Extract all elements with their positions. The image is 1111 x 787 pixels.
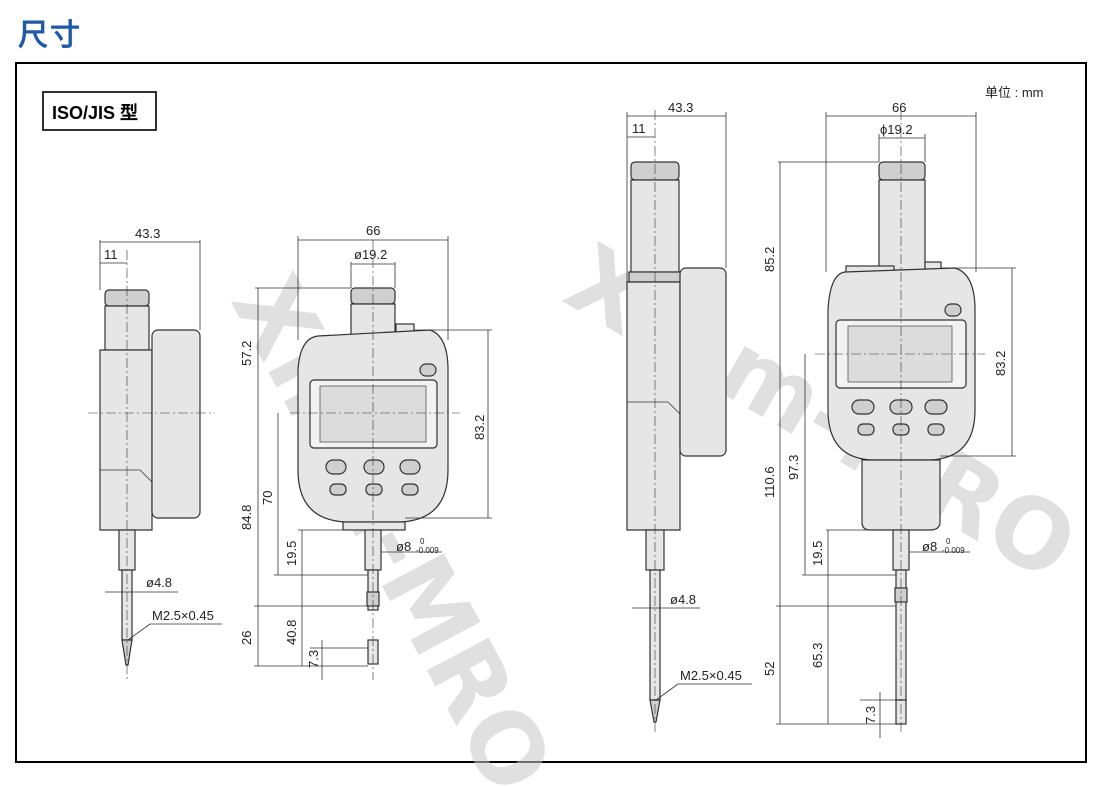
- right-side-width: 43.3: [668, 100, 693, 115]
- left-front-body-height: 83.2: [472, 415, 487, 440]
- unit-label: 单位 : mm: [985, 85, 1044, 100]
- left-side-case: [99, 349, 153, 531]
- left-front-stem-size: ø8: [396, 539, 411, 554]
- right-side-spindle-dia: ø4.8: [670, 592, 696, 607]
- left-front-button: [399, 459, 421, 475]
- left-front-top-dim: 57.2: [239, 341, 254, 366]
- right-front-stem-size: ø8: [922, 539, 937, 554]
- left-front-button: [363, 459, 385, 475]
- right-front-tol-upper: 0: [946, 537, 951, 546]
- left-front-lower: 19.5: [284, 541, 299, 566]
- left-front-center: 70: [260, 491, 275, 505]
- right-front-stem-dia: ϕ19.2: [880, 122, 913, 137]
- left-side-width: 43.3: [135, 226, 160, 241]
- right-side-offset: 11: [632, 121, 646, 136]
- right-front-top-dim: 85.2: [762, 247, 777, 272]
- right-front-center: 97.3: [786, 455, 801, 480]
- left-front-tip: 7.3: [306, 650, 321, 668]
- right-front-lower: 19.5: [810, 541, 825, 566]
- left-front-range: 40.8: [284, 620, 299, 645]
- right-front-range: 65.3: [810, 643, 825, 668]
- type-label: ISO/JIS 型: [52, 102, 138, 123]
- type-label-box: [42, 91, 157, 131]
- right-front-tip: 7.3: [863, 706, 878, 724]
- right-front-button: [851, 399, 875, 415]
- left-front-button: [325, 459, 347, 475]
- left-side-thread: M2.5×0.45: [152, 608, 214, 623]
- right-side-display: [679, 267, 727, 457]
- left-front-stem-dia: ø19.2: [354, 247, 387, 262]
- right-front-view: 66 ϕ19.2 85.2 83.2 110.6 97.3 19.5 ø8 0 …: [762, 100, 1016, 738]
- left-front-width: 66: [366, 223, 380, 238]
- page-title: 尺寸: [18, 18, 82, 53]
- right-front-stem: [878, 179, 926, 271]
- right-side-case: [626, 281, 681, 531]
- right-front-tol-lower: -0.009: [942, 546, 965, 555]
- left-front-tol-upper: 0: [420, 537, 425, 546]
- left-side-spindle-dia: ø4.8: [146, 575, 172, 590]
- left-side-display: [151, 329, 201, 519]
- drawing-frame: [15, 62, 1087, 763]
- right-side-view: 43.3 11 ø4.8 M2.5×0.45: [626, 100, 752, 735]
- right-front-width: 66: [892, 100, 906, 115]
- left-front-view: 66 ø19.2 57.2 83.2 84.8 70 19.5 ø8 0 -0.…: [239, 223, 492, 680]
- right-front-button: [924, 399, 948, 415]
- left-front-stroke: 26: [239, 631, 254, 645]
- left-side-view: 43.3 11 ø4.8 M2.5×0.45: [88, 226, 222, 680]
- left-front-total: 84.8: [239, 505, 254, 530]
- right-front-total: 110.6: [762, 466, 777, 498]
- left-front-tol-lower: -0.009: [416, 546, 439, 555]
- right-front-body-height: 83.2: [993, 351, 1008, 376]
- right-side-thread: M2.5×0.45: [680, 668, 742, 683]
- right-front-knob: [878, 161, 926, 181]
- left-side-offset: 11: [104, 247, 118, 262]
- right-front-stroke: 52: [762, 662, 777, 676]
